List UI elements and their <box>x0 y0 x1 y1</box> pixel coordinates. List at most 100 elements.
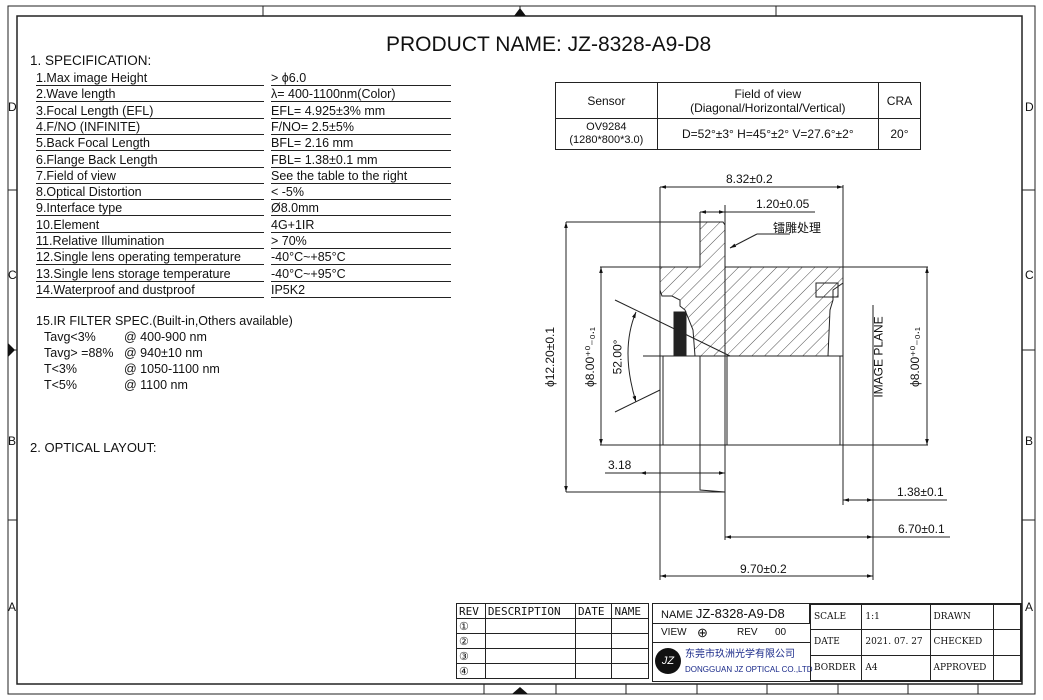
rev-header: REV <box>456 603 486 619</box>
company-name-en: DONGGUAN JZ OPTICAL CO.,LTD <box>685 665 813 674</box>
sensor-model: OV9284 <box>586 121 627 133</box>
dim-thread-diameter-right: ϕ8.00⁺⁰₋₀.₁ <box>907 327 922 387</box>
center-mark-top <box>514 8 526 16</box>
fov-header-line1: Field of view <box>734 86 802 101</box>
rev-label: REV <box>737 627 758 638</box>
border-value: A4 <box>861 654 931 682</box>
center-mark-bottom <box>512 687 528 694</box>
rev-2: ② <box>456 633 486 649</box>
rev-4: ④ <box>456 663 486 679</box>
dim-flange-back: 1.38±0.1 <box>897 485 944 499</box>
spec-label: 12.Single lens operating temperature <box>36 250 264 266</box>
dim-cap-width: 1.20±0.05 <box>756 197 810 211</box>
spec-value: See the table to the right <box>271 169 451 184</box>
dim-outer-diameter: ϕ12.20±0.1 <box>543 326 558 388</box>
spec-value: > ϕ6.0 <box>271 71 451 86</box>
company-logo: JZ <box>655 648 681 674</box>
scale-value: 1:1 <box>861 603 931 631</box>
spec-value: > 70% <box>271 234 451 249</box>
laser-engraving-note: 镭雕处理 <box>773 221 822 235</box>
zone-a-left: A <box>8 600 17 614</box>
spec-value: BFL= 2.16 mm <box>271 136 451 152</box>
spec-value: IP5K2 <box>271 283 451 298</box>
sensor-resolution: (1280*800*3.0) <box>569 134 644 146</box>
part-name: JZ-8328-A9-D8 <box>695 606 785 621</box>
ir-condition: T<3% <box>44 362 78 376</box>
zone-b-left: B <box>8 434 17 448</box>
spec-label: 4.F/NO (INFINITE) <box>36 120 264 135</box>
approved-label: APPROVED <box>929 654 994 682</box>
zone-c-left: C <box>8 268 17 282</box>
spec-label: 13.Single lens storage temperature <box>36 267 264 282</box>
spec-label: 3.Focal Length (EFL) <box>36 104 264 119</box>
fov-sensor: OV9284(1280*800*3.0) <box>555 118 658 150</box>
date-header: DATE <box>574 603 613 619</box>
ir-wavelength: @ 940±10 nm <box>124 346 203 360</box>
rev-value: 00 <box>775 627 787 638</box>
spec-value: FBL= 1.38±0.1 mm <box>271 153 451 168</box>
cra-value: 20° <box>877 118 922 150</box>
spec-label: 8.Optical Distortion <box>36 185 264 201</box>
spec-value: λ= 400-1100nm(Color) <box>271 87 451 103</box>
spec-label: 14.Waterproof and dustproof <box>36 283 264 298</box>
checked-label: CHECKED <box>929 629 994 656</box>
spec-value: Ø8.0mm <box>271 201 451 217</box>
date-label: DATE <box>809 629 863 656</box>
dim-overall-length: 8.32±0.2 <box>726 172 773 186</box>
view-label: VIEW <box>661 627 687 638</box>
spec-value: EFL= 4.925±3% mm <box>271 104 451 119</box>
border-label: BORDER <box>809 654 863 682</box>
center-mark-left <box>8 343 15 357</box>
spec-label: 2.Wave length <box>36 87 264 103</box>
spec-value: -40°C~+85°C <box>271 250 451 266</box>
zone-b-right: B <box>1025 434 1034 448</box>
spec-value: 4G+1IR <box>271 218 451 233</box>
title-block: NAME JZ-8328-A9-D8 VIEW ⊕ REV 00 JZ 东莞市玖… <box>652 603 1022 682</box>
fov-header-sensor: Sensor <box>555 82 658 119</box>
fov-header-line2: (Diagonal/Horizontal/Vertical) <box>690 100 846 115</box>
spec-label: 9.Interface type <box>36 201 264 217</box>
ir-wavelength: @ 400-900 nm <box>124 330 207 344</box>
ir-condition: T<5% <box>44 378 78 392</box>
ir-condition: Tavg> =88% <box>44 346 114 360</box>
scale-label: SCALE <box>809 603 863 631</box>
drawn-label: DRAWN <box>929 603 994 631</box>
dim-318: 3.18 <box>608 458 632 472</box>
name-label: NAME <box>661 609 693 621</box>
dim-thread-diameter-left: ϕ8.00⁺⁰₋₀.₁ <box>582 327 597 387</box>
company-name-cn: 东莞市玖洲光学有限公司 <box>685 649 795 660</box>
dim-670: 6.70±0.1 <box>898 522 945 536</box>
rev-3: ③ <box>456 648 486 664</box>
description-header: DESCRIPTION <box>484 603 577 619</box>
spec-label: 7.Field of view <box>36 169 264 184</box>
retaining-ring <box>815 282 839 298</box>
projection-symbol-icon: ⊕ <box>697 625 708 640</box>
fov-table: Sensor Field of view(Diagonal/Horizontal… <box>555 82 922 150</box>
spec-label: 10.Element <box>36 218 264 233</box>
dim-total-length: 9.70±0.2 <box>740 562 787 576</box>
ir-condition: Tavg<3% <box>44 330 96 344</box>
spec-label: 6.Flange Back Length <box>36 153 264 168</box>
spec-label: 5.Back Focal Length <box>36 136 264 152</box>
dim-fov-angle: 52.00° <box>610 339 625 375</box>
rev-1: ① <box>456 618 486 634</box>
spec-label: 1.Max image Height <box>36 71 264 86</box>
zone-a-right: A <box>1025 600 1034 614</box>
zone-d-left: D <box>8 100 17 114</box>
fov-value: D=52°±3° H=45°±2° V=27.6°±2° <box>656 118 879 150</box>
ir-wavelength: @ 1100 nm <box>124 378 188 392</box>
layout-heading: 2. OPTICAL LAYOUT: <box>30 440 157 455</box>
spec-heading: 1. SPECIFICATION: <box>30 53 152 68</box>
date-value: 2021. 07. 27 <box>861 629 931 656</box>
spec-value: < -5% <box>271 185 451 201</box>
spec-label: 11.Relative Illumination <box>36 234 264 249</box>
ir-wavelength: @ 1050-1100 nm <box>124 362 220 376</box>
zone-d-right: D <box>1025 100 1034 114</box>
page-title: PRODUCT NAME: JZ-8328-A9-D8 <box>386 33 712 56</box>
ir-heading: 15.IR FILTER SPEC.(Built-in,Others avail… <box>36 314 293 328</box>
spec-value: F/NO= 2.5±5% <box>271 120 451 135</box>
zone-c-right: C <box>1025 268 1034 282</box>
